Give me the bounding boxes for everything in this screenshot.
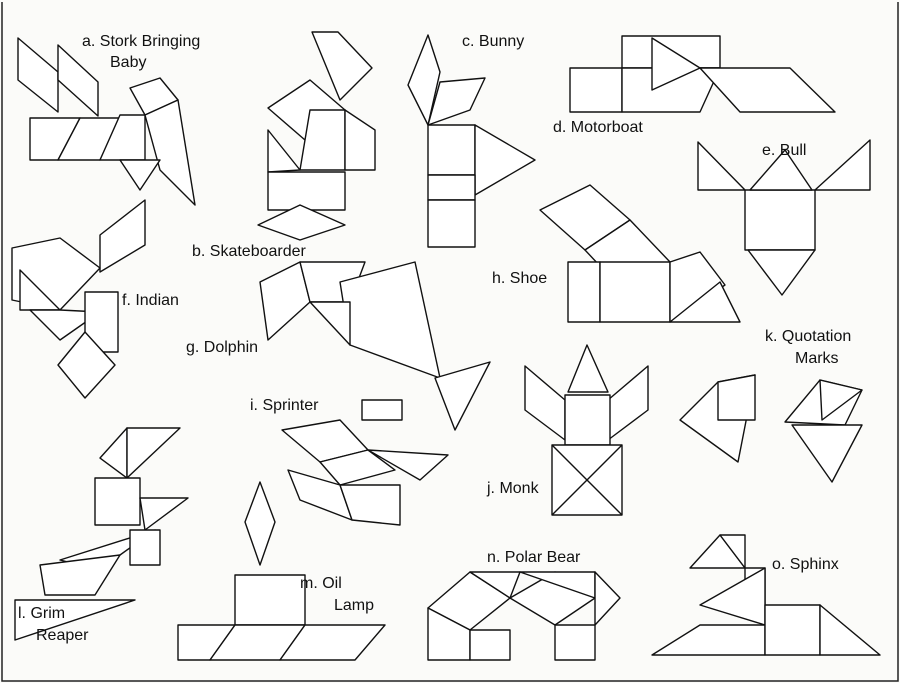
label-grim-line2: Reaper xyxy=(36,627,89,644)
label-sprinter: i. Sprinter xyxy=(250,397,319,414)
label-quotation-line1: k. Quotation xyxy=(765,328,851,345)
label-monk: j. Monk xyxy=(486,480,540,497)
label-bull: e. Bull xyxy=(762,142,806,159)
figure-motorboat xyxy=(569,35,836,113)
label-grim-line1: l. Grim xyxy=(18,605,65,622)
label-oil-line1: m. Oil xyxy=(300,575,342,592)
label-dolphin: g. Dolphin xyxy=(186,339,258,356)
label-stork-line2: Baby xyxy=(110,54,146,71)
figure-grim-reaper xyxy=(14,427,189,641)
figure-monk xyxy=(524,344,649,516)
figure-oil-lamp xyxy=(177,481,386,661)
label-stork-line1: a. Stork Bringing xyxy=(82,33,200,50)
figure-quotation-marks xyxy=(679,374,863,483)
label-oil-line2: Lamp xyxy=(334,597,374,614)
figure-dolphin xyxy=(259,261,491,431)
figure-bull xyxy=(697,139,871,296)
figure-sphinx xyxy=(651,534,881,656)
figure-sprinter xyxy=(281,399,449,526)
figure-bunny xyxy=(407,34,536,248)
figure-stork-bringing-baby xyxy=(17,37,196,206)
figure-skateboarder xyxy=(257,31,376,241)
figure-indian xyxy=(11,199,146,399)
label-skateboarder: b. Skateboarder xyxy=(192,243,307,260)
figure-shoe xyxy=(539,184,741,323)
label-indian: f. Indian xyxy=(122,292,179,309)
label-polar-bear: n. Polar Bear xyxy=(487,549,581,566)
figure-polar-bear xyxy=(427,571,621,661)
label-shoe: h. Shoe xyxy=(492,270,547,287)
label-quotation-line2: Marks xyxy=(795,350,839,367)
label-bunny: c. Bunny xyxy=(462,33,524,50)
label-motorboat: d. Motorboat xyxy=(553,119,643,136)
label-sphinx: o. Sphinx xyxy=(772,556,839,573)
